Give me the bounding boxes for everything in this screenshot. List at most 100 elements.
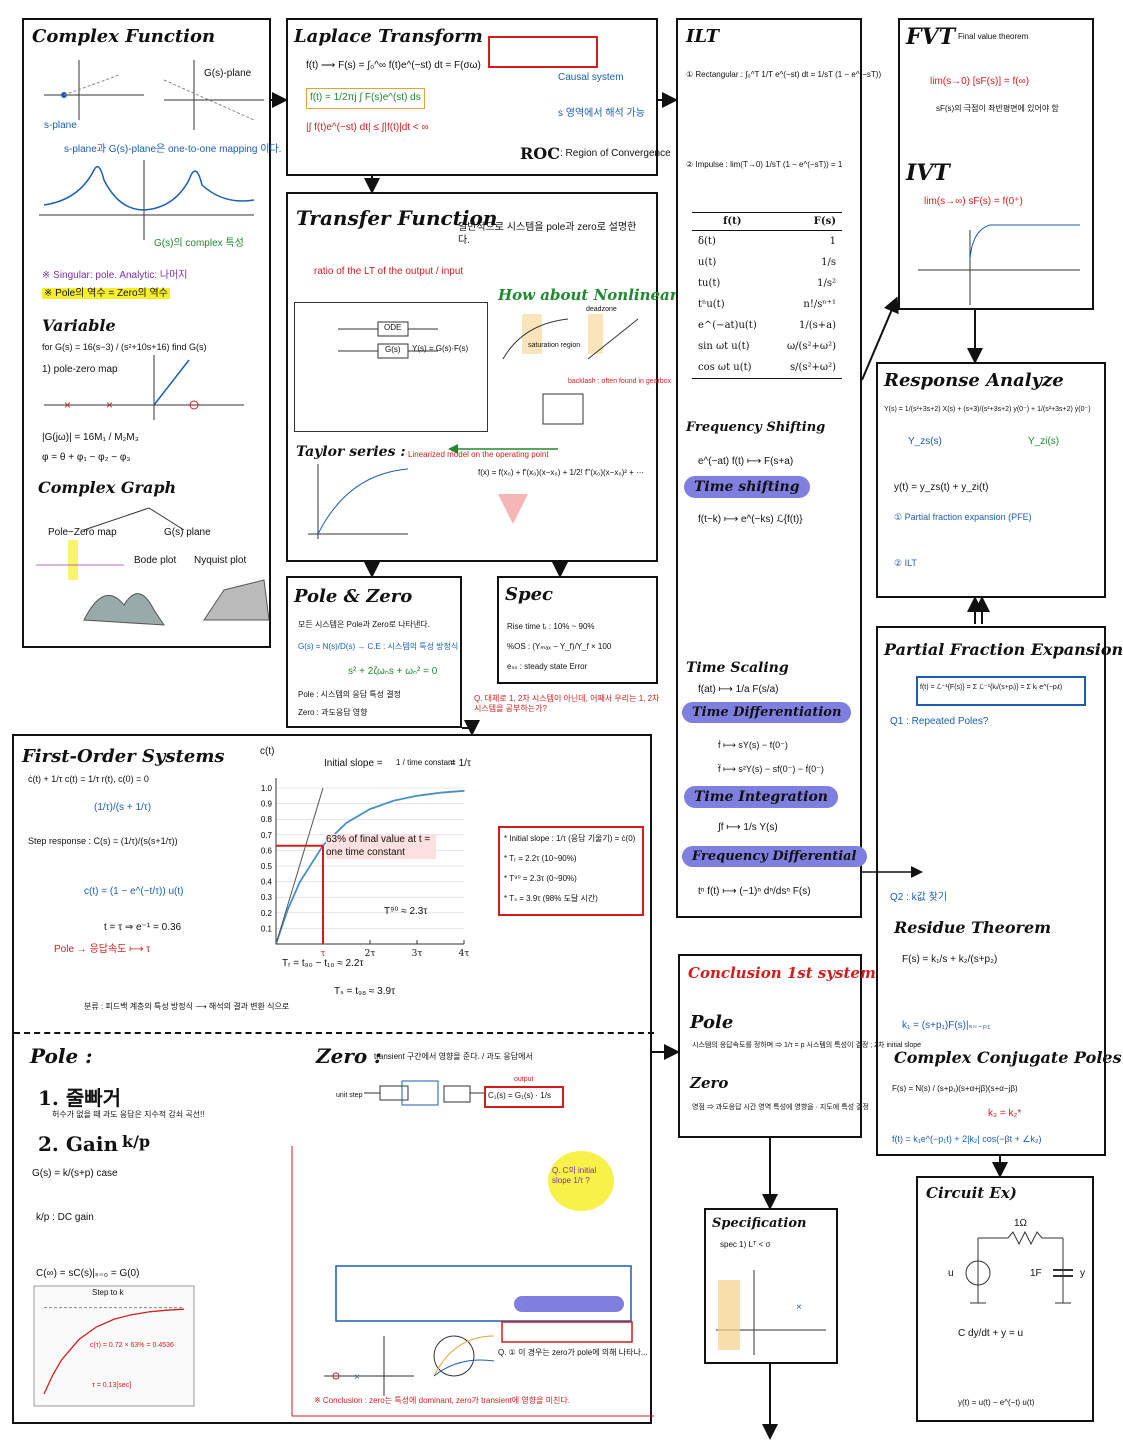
table-row: u(t)1/s xyxy=(698,257,836,268)
zero-bubble: Q. C의 initial slope 1/τ ? xyxy=(552,1166,597,1185)
conclusion-pole-note: 시스템의 응답속도를 정하며 ⇒ 1/τ = p 시스템의 특성이 결정 ; 2… xyxy=(692,1042,922,1049)
circuit-panel: Circuit Ex) 1Ω 1F u y C dy/dt + y = u y(… xyxy=(916,1176,1094,1422)
pole-item1: 1. 줄빠거 xyxy=(38,1086,122,1110)
table-row: sin ωt u(t)ω/(s²+ω²) xyxy=(698,341,836,352)
ivt-sketch xyxy=(918,224,1080,305)
y-tick-label: 0.5 xyxy=(261,862,273,871)
freq-diff-formula: tⁿ f(t) ⟼ (−1)ⁿ dⁿ/dsⁿ F(s) xyxy=(698,886,811,897)
ilt-panel: ILT ① Rectangular : ∫₀^T 1/T e^(−st) dt … xyxy=(676,18,881,918)
chart-ts: Tₛ = t₉₈ ≈ 3.9τ xyxy=(334,986,396,997)
roc-desc: : Region of Convergence xyxy=(560,148,671,159)
laplace-inverse: f(t) = 1/2πj ∫ F(s)e^(st) ds xyxy=(306,88,425,109)
svg-text:×: × xyxy=(106,398,113,412)
data-point xyxy=(345,821,348,824)
svg-text:×: × xyxy=(64,398,71,412)
time-scaling-title: Time Scaling xyxy=(686,660,789,676)
svg-text:×: × xyxy=(354,1372,360,1383)
pfe-q2: Q2 : k값 찾기 xyxy=(890,892,948,903)
table-row: e^(−at)u(t)1/(s+a) xyxy=(698,320,836,331)
time-diff-2: f̈ ⟼ s²Y(s) − sf(0⁻) − ḟ(0⁻) xyxy=(718,764,824,774)
conclusion-pole: Pole xyxy=(690,1012,734,1033)
fvt-panel: FVT Final value theorem lim(s→0) [sF(s)]… xyxy=(898,18,1094,310)
deadzone-label: deadzone xyxy=(586,306,617,313)
residue-k: k₁ = (s+p₁)F(s)|ₛ₌₋ₚ₁ xyxy=(902,1020,991,1031)
zero-sketches: × xyxy=(291,1080,654,1417)
pole-step-curve xyxy=(43,1308,185,1395)
x-tick-label: 3τ xyxy=(412,949,423,959)
spec-ess: eₛₛ : steady state Error xyxy=(507,662,588,671)
pz-char-eq: s² + 2ζωₙs + ωₙ² = 0 xyxy=(348,666,438,677)
first-order-step: Step response : C(s) = (1/τ)/(s(s+1/τ)) xyxy=(28,836,178,846)
pz-formula: G(s) = N(s)/D(s) → C.E : 시스템의 특성 방정식 xyxy=(298,642,459,651)
laplace-table: f(t)F(s) δ(t)1 u(t)1/s tu(t)1/s² tⁿu(t)n… xyxy=(692,212,842,379)
table-row: tu(t)1/s² xyxy=(698,278,836,289)
response-zs: Y_zs(s) xyxy=(908,436,942,447)
pfe-formula-box xyxy=(916,676,1086,706)
y-tick-label: 0.2 xyxy=(261,909,273,918)
table-row: tⁿu(t)n!/sⁿ⁺¹ xyxy=(698,299,836,310)
chart-ylabel: c(t) xyxy=(260,746,275,757)
first-order-ct: c(t) = (1 − e^(−t/τ)) u(t) xyxy=(84,886,184,897)
transfer-sketches xyxy=(308,314,639,539)
g-case: G(s) = k/(s+p) case xyxy=(32,1168,118,1179)
s-plane-label: s-plane xyxy=(44,120,77,131)
gs-label: G(s) xyxy=(385,345,401,354)
response-zi: Y_zi(s) xyxy=(1028,436,1060,447)
first-order-tau-note: t = τ ⇒ e⁻¹ = 0.36 xyxy=(104,922,182,933)
first-order-panel: First-Order Systems ċ(t) + 1/τ c(t) = 1/… xyxy=(12,734,654,1424)
spec-question: Q. 대체로 1, 2차 시스템이 아닌데, 어째서 우리는 1, 2차 시스템… xyxy=(474,694,660,713)
time-scaling-formula: f(at) ⟼ 1/a F(s/a) xyxy=(698,684,779,695)
chart-63: 63% of final value at t = one time const… xyxy=(326,834,436,859)
causal-note: Causal system xyxy=(558,72,624,83)
data-point xyxy=(369,808,371,810)
laplace-panel: Laplace Transform f(t) ⟶ F(s) = ∫₀^∞ f(t… xyxy=(286,18,671,176)
complex-graph-title: Complex Graph xyxy=(38,478,177,497)
saturation-label: saturation region xyxy=(528,342,581,349)
dc-gain: k/p : DC gain xyxy=(36,1212,94,1223)
time-diff-1: ḟ ⟼ sY(s) − f(0⁻) xyxy=(718,740,788,750)
phase-formula: φ = θ + φ₁ − φ₂ − φ₃ xyxy=(42,452,131,463)
complex-function-title: Complex Function xyxy=(32,26,216,47)
ilt-title: ILT xyxy=(686,26,720,47)
graph-item-pz: Pole−Zero map xyxy=(48,527,117,538)
gain-frac: k/p xyxy=(122,1132,151,1151)
laplace-def-box xyxy=(488,36,598,68)
circuit-output: y xyxy=(1080,1268,1085,1279)
spec-panel: Spec Rise time tᵣ : 10% ~ 90% %OS : (Yₘₐ… xyxy=(497,576,658,684)
circuit-diagram xyxy=(965,1230,1073,1304)
transfer-side-note: 일반적으로 시스템을 pole과 zero로 설명한다. xyxy=(458,222,637,246)
time-int-pill: Time Integration xyxy=(684,786,838,808)
ys-label: Y(s) = G(s)·F(s) xyxy=(412,344,469,353)
pole-chart-frame xyxy=(33,1285,195,1407)
output-label: output xyxy=(514,1076,534,1083)
spec-sketch: × xyxy=(716,1270,826,1355)
first-order-bottom-note: 분류 : 피드백 계층의 특성 방정식 ⟶ 해석의 결과 변환 식으로 xyxy=(84,1002,290,1011)
circuit-source: u xyxy=(948,1268,954,1279)
response-result: y(t) = y_zs(t) + y_zi(t) xyxy=(894,482,989,493)
pfe-formula: f(t) = ℒ⁻¹{F(s)} = Σ ℒ⁻¹{kᵢ/(s+pᵢ)} = Σ … xyxy=(920,684,1063,691)
spec-rise: Rise time tᵣ : 10% ~ 90% xyxy=(507,622,595,631)
specification-panel: Specification spec 1) Lᵀ < σ × xyxy=(704,1208,838,1364)
graph-item-gs: G(s) plane xyxy=(164,527,211,538)
pole-chart-63: c(τ) = 0.72 × 63% = 0.4536 xyxy=(90,1342,174,1349)
tau-val: τ = 0.13[sec] xyxy=(92,1382,132,1389)
table-row: cos ωt u(t)s/(s²+ω²) xyxy=(692,357,842,379)
svg-text:×: × xyxy=(796,1302,802,1313)
freq-diff-pill: Frequency Differential xyxy=(682,846,867,867)
conclusion-zero-note: 영점 ⇒ 과도응답 시간 영역 특성에 영향을 · 지도에 특성 결정 xyxy=(692,1104,869,1111)
singular-note: ※ Singular: pole. Analytic: 나머지 xyxy=(42,270,188,281)
transfer-function-panel: Transfer Function 일반적으로 시스템을 pole과 zero로… xyxy=(286,192,686,562)
response-title: Response Analyze xyxy=(884,370,1064,391)
pole-item1-note: 허수가 없을 때 과도 응답은 지수적 감쇠 곡선!! xyxy=(52,1110,205,1119)
first-order-title: First-Order Systems xyxy=(22,746,225,767)
pole-step-chart xyxy=(33,1285,195,1407)
y-tick-label: 0.9 xyxy=(261,800,273,809)
pfe-q1: Q1 : Repeated Poles? xyxy=(890,716,989,727)
pz-zero-line: Zero : 과도응답 영향 xyxy=(298,708,368,717)
pole-section-title: Pole : xyxy=(30,1044,93,1068)
conclusion-panel: Conclusion 1st system Pole 시스템의 응답속도를 정하… xyxy=(678,954,921,1138)
laplace-bound: |∫ f(t)e^(−st) dt| ≤ ∫|f(t)|dt < ∞ xyxy=(306,122,429,133)
g-plane-label: G(s)-plane xyxy=(204,68,252,79)
ccp-result: f(t) = k₁e^(−p₁t) + 2|k₂| cos(−βt + ∠k₂) xyxy=(892,1134,1042,1144)
roc-label: ROC xyxy=(520,144,560,163)
